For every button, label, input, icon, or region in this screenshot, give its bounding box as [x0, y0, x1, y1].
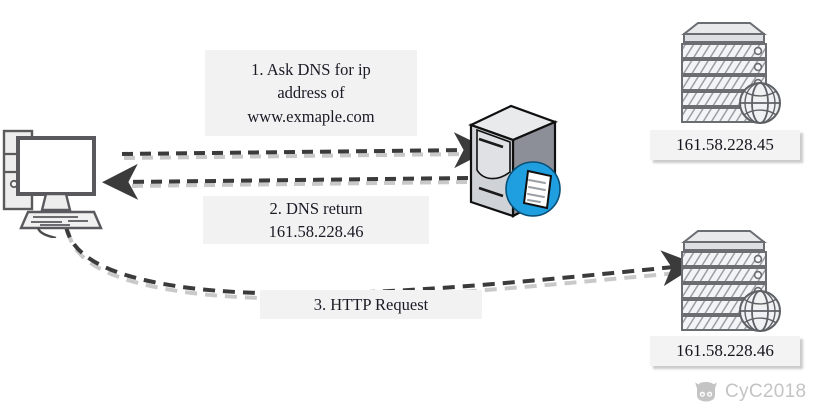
client-computer — [2, 129, 103, 238]
arrow-response — [102, 163, 469, 200]
dns-document-badge — [505, 161, 561, 217]
watermark-text: CyC2018 — [725, 381, 807, 402]
globe-icon — [739, 82, 781, 124]
octocat-icon — [695, 382, 717, 402]
web-server-top — [681, 22, 781, 124]
label-http-request: 3. HTTP Request — [260, 290, 482, 319]
ip-label-bottom: 161.58.228.46 — [650, 336, 800, 366]
arrow-query — [121, 132, 490, 169]
ip-label-top: 161.58.228.45 — [650, 130, 800, 160]
label-ask-dns: 1. Ask DNS for ip address of www.exmaple… — [205, 50, 417, 136]
label-dns-return: 2. DNS return 161.58.228.46 — [203, 196, 429, 244]
globe-icon — [739, 290, 781, 332]
watermark: CyC2018 — [694, 381, 806, 403]
web-server-bottom — [681, 230, 781, 332]
dns-server — [468, 104, 561, 218]
